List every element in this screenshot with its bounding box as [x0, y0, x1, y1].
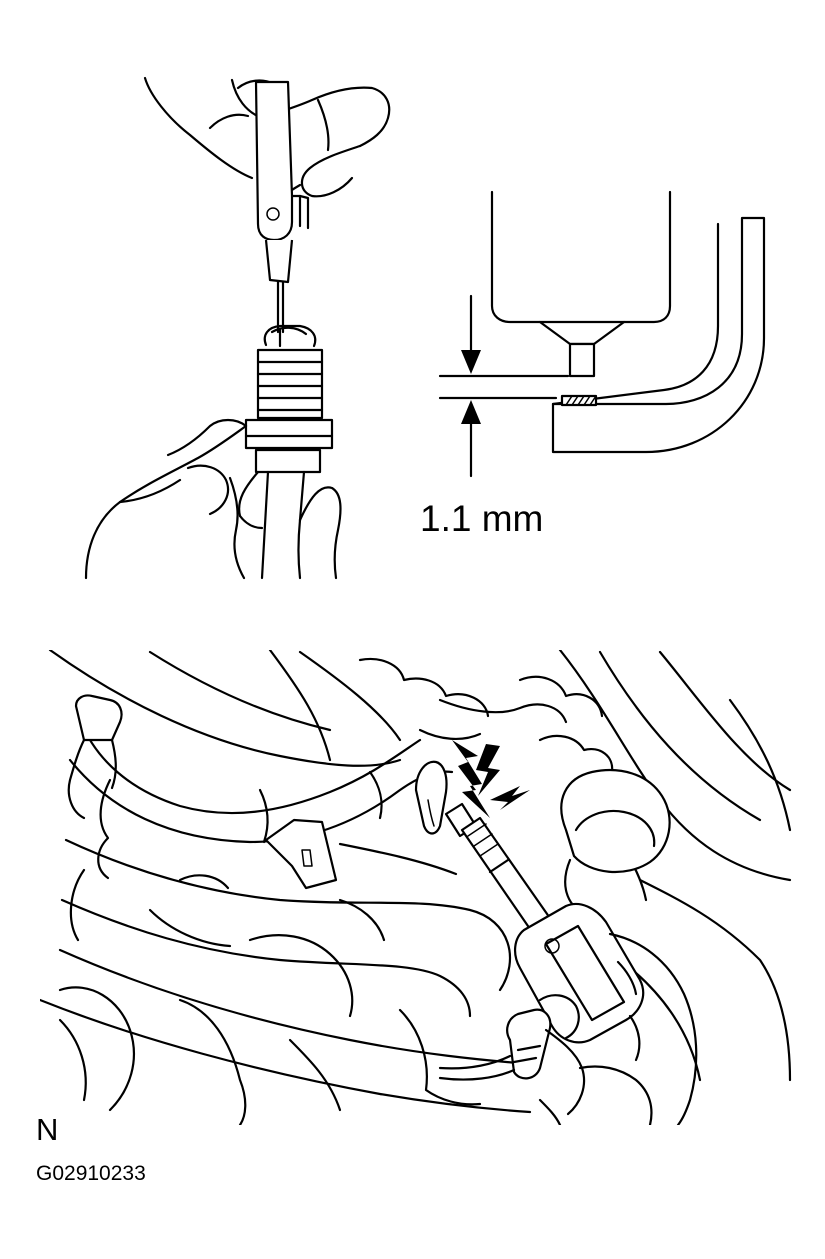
bracket: [264, 818, 338, 890]
gap-dimension: [438, 294, 570, 478]
engine-background: [48, 650, 792, 1125]
figure-id: G02910233: [36, 1162, 146, 1185]
center-electrode-tip: [568, 342, 596, 378]
engine-cap-component: [560, 768, 671, 916]
electrode-pad: [560, 394, 598, 407]
electrode-gap-detail: [438, 190, 766, 478]
lower-hand: [84, 418, 342, 580]
wire-harness-connector: [438, 1008, 552, 1081]
corner-mark: N: [36, 1112, 59, 1147]
spark-plug-gap-measurement-illustration: [84, 76, 391, 580]
gap-dimension-label: 1.1 mm: [420, 498, 544, 539]
spark-bolt: [452, 740, 530, 818]
upper-hand: [143, 76, 391, 212]
insulator-body: [490, 190, 672, 324]
upper-hose: [67, 694, 454, 844]
ground-electrode: [551, 216, 766, 454]
feeler-gauge: [254, 80, 310, 334]
spark-plug: [244, 324, 334, 580]
ignition-coil-boot: [514, 902, 645, 1044]
spark-test-engine-illustration: [40, 650, 792, 1125]
lower-hose: [40, 838, 532, 1114]
hand: [538, 932, 698, 1125]
